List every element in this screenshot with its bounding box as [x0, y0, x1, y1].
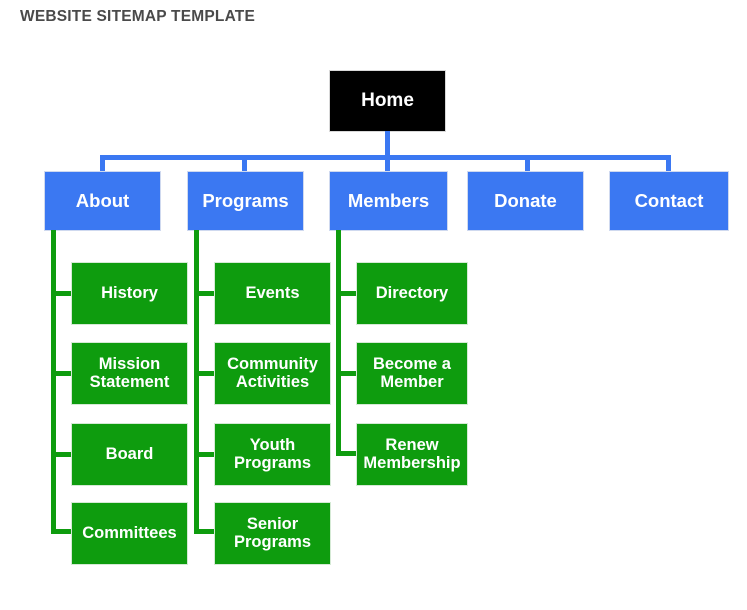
node-programs[interactable]: Programs: [188, 172, 303, 230]
node-about[interactable]: About: [45, 172, 160, 230]
connector-trunk-about: [51, 230, 56, 534]
node-members[interactable]: Members: [330, 172, 447, 230]
connector-drop-contact: [666, 155, 671, 173]
connector-trunk-programs: [194, 230, 199, 534]
connector-stub-about-4: [51, 529, 72, 534]
connector-trunk-members: [336, 230, 341, 456]
connector-stub-members-1: [336, 291, 357, 296]
node-become-a-member[interactable]: Become a Member: [357, 343, 467, 404]
node-home[interactable]: Home: [330, 71, 445, 131]
node-committees[interactable]: Committees: [72, 503, 187, 564]
connector-stub-about-2: [51, 371, 72, 376]
connector-stub-programs-4: [194, 529, 215, 534]
node-mission-statement[interactable]: Mission Statement: [72, 343, 187, 404]
node-senior-programs[interactable]: Senior Programs: [215, 503, 330, 564]
connector-stub-members-2: [336, 371, 357, 376]
connector-drop-donate: [525, 155, 530, 173]
connector-stub-members-3: [336, 451, 357, 456]
page-title: WEBSITE SITEMAP TEMPLATE: [20, 8, 256, 25]
connector-drop-programs: [242, 155, 247, 173]
node-board[interactable]: Board: [72, 424, 187, 485]
node-renew-membership[interactable]: Renew Membership: [357, 424, 467, 485]
connector-drop-members: [385, 155, 390, 173]
connector-stub-programs-2: [194, 371, 215, 376]
node-donate[interactable]: Donate: [468, 172, 583, 230]
node-history[interactable]: History: [72, 263, 187, 324]
connector-home-stem: [385, 131, 390, 157]
connector-stub-programs-1: [194, 291, 215, 296]
connector-stub-about-3: [51, 452, 72, 457]
connector-stub-about-1: [51, 291, 72, 296]
connector-drop-about: [100, 155, 105, 173]
connector-stub-programs-3: [194, 452, 215, 457]
node-youth-programs[interactable]: Youth Programs: [215, 424, 330, 485]
node-community-activities[interactable]: Community Activities: [215, 343, 330, 404]
node-directory[interactable]: Directory: [357, 263, 467, 324]
node-contact[interactable]: Contact: [610, 172, 728, 230]
node-events[interactable]: Events: [215, 263, 330, 324]
